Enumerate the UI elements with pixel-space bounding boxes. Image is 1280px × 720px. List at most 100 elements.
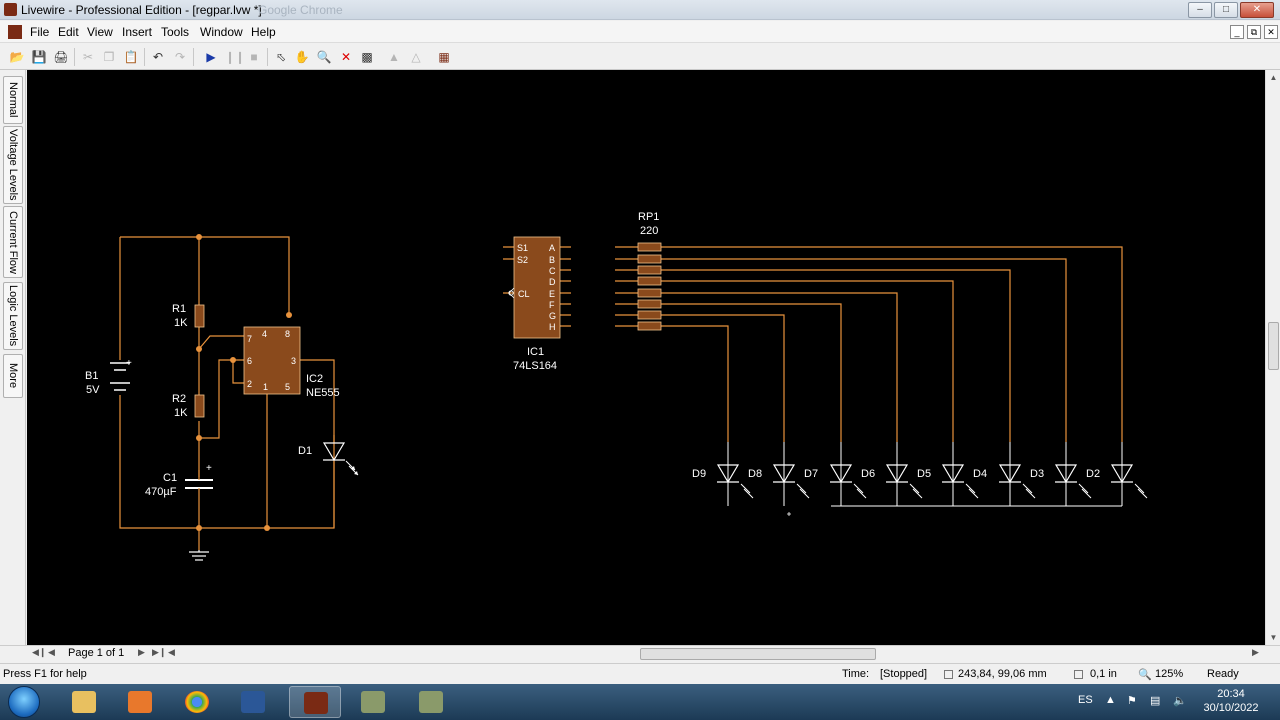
taskbar-clock[interactable]: 20:34 30/10/2022 <box>1198 687 1264 715</box>
doc-restore-icon[interactable]: ⧉ <box>1247 25 1261 39</box>
tab-logic-levels[interactable]: Logic Levels <box>3 282 23 350</box>
led-d6[interactable] <box>885 442 923 506</box>
last-page-icon[interactable]: ▶❙ <box>152 647 167 657</box>
doc-close-icon[interactable]: ✕ <box>1264 25 1278 39</box>
led-d9[interactable] <box>716 442 754 506</box>
tray-volume-icon[interactable]: 🔈 <box>1173 695 1187 707</box>
task-app-1[interactable] <box>347 686 399 718</box>
document-icon[interactable] <box>8 25 22 39</box>
ic1-out-g: G <box>549 311 556 321</box>
start-button[interactable] <box>8 686 40 718</box>
pan-hand-icon[interactable]: ✋ <box>294 50 310 64</box>
junctions <box>196 234 292 531</box>
resistor-r2[interactable] <box>194 394 205 418</box>
prev-page-icon[interactable]: ◀ <box>48 647 55 657</box>
tray-flag-icon[interactable]: ⚑ <box>1127 695 1137 707</box>
scroll-left-icon[interactable]: ◀ <box>168 647 175 657</box>
tab-normal[interactable]: Normal <box>3 76 23 124</box>
vertical-scroll-thumb[interactable] <box>1268 322 1279 370</box>
zoom-icon-status: 🔍 <box>1138 669 1152 681</box>
tab-more[interactable]: More <box>3 354 23 398</box>
scroll-right-icon[interactable]: ▶ <box>1252 647 1259 657</box>
schematic-canvas[interactable]: + B1 5V R1 1K R2 1K + C1 470µF <box>27 70 1265 645</box>
led-d3[interactable] <box>1054 442 1092 506</box>
menu-help[interactable]: Help <box>251 25 276 39</box>
shift-register-ic1[interactable] <box>513 236 561 339</box>
doc-minimize-icon[interactable]: _ <box>1230 25 1244 39</box>
paste-icon[interactable]: 📋 <box>123 50 139 64</box>
menu-insert[interactable]: Insert <box>122 25 153 39</box>
status-time-value: [Stopped] <box>880 668 928 680</box>
pause-icon[interactable]: ❙❙ <box>225 50 246 64</box>
menu-file[interactable]: File <box>30 25 50 39</box>
open-icon[interactable]: 📂 <box>9 50 25 64</box>
task-word[interactable] <box>227 686 279 718</box>
menu-tools[interactable]: Tools <box>161 25 190 39</box>
scroll-down-icon[interactable]: ▼ <box>1269 633 1278 642</box>
menu-view[interactable]: View <box>87 25 113 39</box>
led-d2[interactable] <box>1110 442 1148 506</box>
undo-icon[interactable]: ↶ <box>152 50 164 64</box>
timer-ic2[interactable] <box>243 326 301 395</box>
led-label-d9: D9 <box>692 468 706 480</box>
r1-value: 1K <box>174 317 188 329</box>
maximize-button[interactable]: □ <box>1214 2 1238 18</box>
play-icon[interactable]: ▶ <box>206 50 216 64</box>
title-bar: Livewire - Professional Edition - [regpa… <box>0 0 1280 20</box>
task-media-player[interactable] <box>114 686 166 718</box>
stop-icon[interactable]: ■ <box>250 50 258 64</box>
ic1-out-h: H <box>549 322 556 332</box>
task-app-2[interactable] <box>405 686 457 718</box>
chrome-icon <box>185 691 209 713</box>
page-tab[interactable]: Page 1 of 1 <box>68 647 125 659</box>
graph-icon[interactable]: ▩ <box>361 50 373 64</box>
ic1-out-c: C <box>549 266 556 276</box>
task-livewire[interactable] <box>289 686 341 718</box>
menu-window[interactable]: Window <box>200 25 243 39</box>
tab-voltage-levels[interactable]: Voltage Levels <box>3 126 23 204</box>
scroll-up-icon[interactable]: ▲ <box>1269 73 1278 82</box>
led-label-d2: D2 <box>1086 468 1100 480</box>
close-button[interactable]: ✕ <box>1240 2 1274 18</box>
delete-icon[interactable]: ✕ <box>340 50 352 64</box>
taskbar: ES ▲ ⚑ ▤ 🔈 20:34 30/10/2022 <box>0 684 1280 720</box>
status-zoom: 125% <box>1155 668 1184 680</box>
resistor-pack-rp1[interactable] <box>637 242 662 331</box>
battery-value: 5V <box>86 384 100 396</box>
tray-network-icon[interactable]: ▤ <box>1150 695 1161 707</box>
tab-current-flow[interactable]: Current Flow <box>3 206 23 278</box>
battery-b1[interactable]: + <box>110 358 132 391</box>
led-d5[interactable] <box>941 442 979 506</box>
led-label-d6: D6 <box>861 468 875 480</box>
tray-expand-icon[interactable]: ▲ <box>1105 694 1116 706</box>
schematic-drawing: + B1 5V R1 1K R2 1K + C1 470µF <box>85 211 1148 561</box>
led-d8[interactable] <box>772 442 810 506</box>
flip-icon[interactable]: △ <box>411 50 421 64</box>
select-pointer-icon[interactable]: ⬁ <box>275 50 287 64</box>
ic1-input-s1: S1 <box>517 243 528 253</box>
print-icon[interactable]: 🖨 <box>53 50 69 64</box>
led-d7[interactable] <box>829 442 867 506</box>
redo-icon[interactable]: ↷ <box>174 50 186 64</box>
language-indicator[interactable]: ES <box>1078 694 1093 706</box>
capacitor-c1[interactable]: + <box>185 463 213 495</box>
task-chrome[interactable] <box>171 686 223 718</box>
task-explorer[interactable] <box>58 686 110 718</box>
battery-ref: B1 <box>85 370 98 382</box>
led-d1[interactable] <box>322 442 359 476</box>
led-label-d3: D3 <box>1030 468 1044 480</box>
led-d4[interactable] <box>998 442 1036 506</box>
rotate-icon[interactable]: ▲ <box>388 50 400 64</box>
gallery-icon[interactable]: ▦ <box>438 50 450 64</box>
vertical-scrollbar[interactable]: ▲ ▼ <box>1265 70 1280 645</box>
copy-icon[interactable]: ❐ <box>103 50 115 64</box>
minimize-button[interactable]: – <box>1188 2 1212 18</box>
save-icon[interactable]: 💾 <box>31 50 47 64</box>
horizontal-scroll-thumb[interactable] <box>640 648 876 660</box>
resistor-r1[interactable] <box>194 304 205 328</box>
zoom-icon[interactable]: 🔍 <box>316 50 332 64</box>
first-page-icon[interactable]: ◀❙ <box>32 647 47 657</box>
menu-edit[interactable]: Edit <box>58 25 79 39</box>
cut-icon[interactable]: ✂ <box>82 50 94 64</box>
next-page-icon[interactable]: ▶ <box>138 647 145 657</box>
